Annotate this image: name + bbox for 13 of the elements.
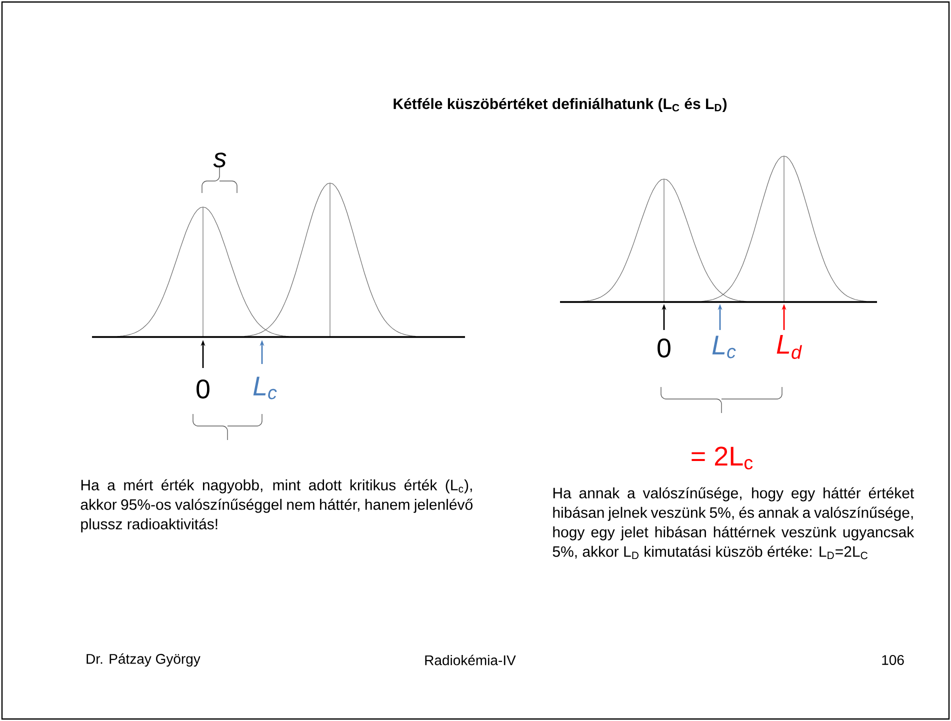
axis-label: 0 xyxy=(658,338,670,358)
axis-label: 0 xyxy=(196,379,210,399)
equation-label: = 2L$_{c}$ xyxy=(692,446,753,470)
axis-label: L$_{c}$ xyxy=(253,376,277,400)
explanation-text: Ha a mért érték nagyobb, mint adott kritikus érték (L$_{c}$), akkor 95%-os valószínűséggel nem háttér, hanem jelenlévő plussz radioaktivitás! xyxy=(80,479,473,532)
symbol-label: s xyxy=(213,152,226,168)
slide-title: Kétféle küszöbértéket definiálhatunk (L$_{C}$ és L$_{D}$) xyxy=(394,98,727,112)
footer-text: Dr. Pátzay György xyxy=(86,653,200,667)
axis-label: L$_{c}$ xyxy=(712,336,736,358)
footer-text: Radiokémia-IV xyxy=(425,654,516,666)
page-number: 106 xyxy=(882,655,904,665)
axis-label: L$_{d}$ xyxy=(776,335,802,359)
explanation-text: Ha annak a valószínűsége, hogy egy háttér értéket hibásan jelnek veszünk 5%, és annak a valószínűsége, hogy egy jelet hibásan háttérnek veszünk ugyancsak 5%, akkor L$_{D}$ kimutatási küszöb értéke: L$_{D}$=2L$_{C}$ xyxy=(552,487,914,560)
